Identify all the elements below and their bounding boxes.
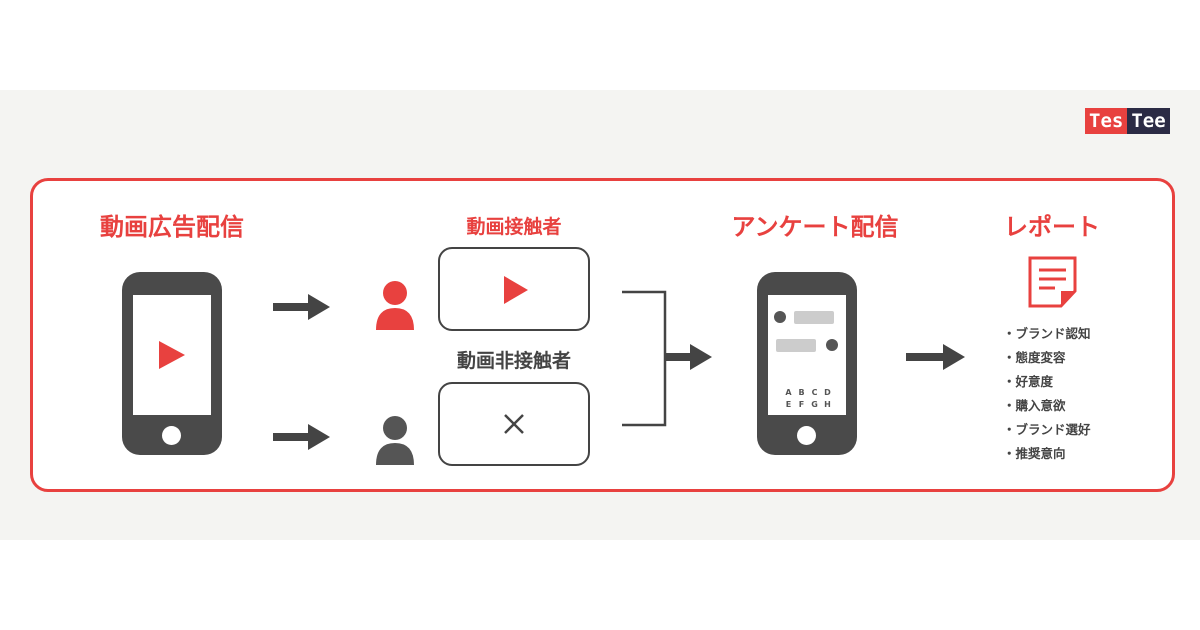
ad-delivery-title: 動画広告配信 (100, 213, 244, 241)
arrow-icons (273, 294, 330, 450)
report-item: ・購入意欲 (1003, 398, 1066, 413)
exposed-person-icon (376, 281, 414, 330)
logo-part1: Tes (1085, 108, 1128, 134)
option: E (785, 400, 792, 409)
no-video-box (438, 382, 590, 466)
option: H (824, 400, 831, 409)
arrow-icon (906, 344, 965, 370)
option: F (798, 400, 805, 409)
report-item: ・推奨意向 (1003, 446, 1066, 461)
logo-part2: Tee (1127, 108, 1170, 134)
report-item: ・ブランド選好 (1003, 422, 1091, 437)
document-icon (1028, 256, 1077, 308)
unexposed-title: 動画非接触者 (456, 350, 572, 372)
option: D (824, 388, 831, 397)
report-item: ・態度変容 (1003, 350, 1066, 365)
video-play-box (438, 247, 590, 331)
report-item: ・好意度 (1003, 374, 1054, 389)
merge-arrow-icon (622, 290, 712, 427)
option: A (785, 388, 792, 397)
option: C (811, 388, 818, 397)
option: B (798, 388, 805, 397)
phone-video-icon (122, 272, 222, 455)
report-title: レポート (1004, 213, 1100, 241)
report-item: ・ブランド認知 (1003, 326, 1091, 341)
unexposed-person-icon (376, 416, 414, 465)
option: G (811, 400, 818, 409)
report-items: ・ブランド認知 ・態度変容 ・好意度 ・購入意欲 ・ブランド選好 ・推奨意向 (1003, 322, 1091, 466)
exposed-title: 動画接触者 (466, 216, 562, 238)
survey-title: アンケート配信 (731, 213, 899, 241)
